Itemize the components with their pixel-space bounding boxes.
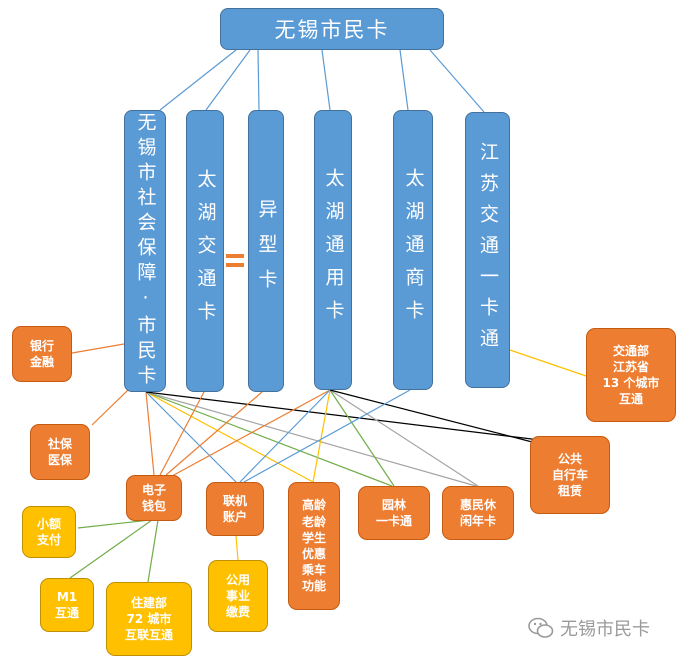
function-online-account: 联机 账户 xyxy=(206,482,264,536)
link-wallet-housing xyxy=(147,519,159,583)
link-wallet-m1 xyxy=(69,519,153,579)
function-housing-interop: 住建部 72 城市 互联互通 xyxy=(106,582,192,656)
root-title-box: 无锡市民卡 xyxy=(220,8,444,50)
function-park-card: 园林 一卡通 xyxy=(358,486,430,540)
function-m1-interop: M1 互通 xyxy=(40,578,94,632)
link-root-special xyxy=(257,49,260,111)
function-park-card-label: 园林 一卡通 xyxy=(375,497,412,528)
link-root-jiangsu xyxy=(429,49,485,113)
function-leisure-card-label: 惠民休 闲年卡 xyxy=(459,497,496,528)
card-taihu-label: 太湖交通卡 xyxy=(194,168,217,334)
function-bank-label: 银行 金融 xyxy=(29,338,54,369)
link-special-wallet xyxy=(165,391,263,476)
function-utility-payment-label: 公用 事业 缴费 xyxy=(225,572,250,620)
card-social-security: 无锡市社会保障·市民卡 xyxy=(124,110,166,392)
function-senior-ride: 高龄 老龄 学生 优惠 乘车 功能 xyxy=(288,482,340,610)
link-transport xyxy=(509,349,587,377)
function-public-bike: 公共 自行车 租赁 xyxy=(530,436,610,514)
link-root-social xyxy=(159,49,237,111)
function-e-wallet: 电子 钱包 xyxy=(126,475,182,521)
card-taihu-general: 太湖通用卡 xyxy=(314,110,352,390)
watermark: 无锡市民卡 xyxy=(528,615,650,641)
link-general-senior xyxy=(312,389,331,483)
function-transport-interop: 交通部 江苏省 13 个城市 互通 xyxy=(586,328,676,422)
card-merchant-label: 太湖通商卡 xyxy=(402,167,425,333)
link-root-taihu xyxy=(205,49,251,111)
card-special-label: 异型卡 xyxy=(255,198,278,304)
root-title: 无锡市民卡 xyxy=(274,18,390,42)
card-jiangsu-transport: 江苏交通一卡通 xyxy=(465,112,510,388)
link-social-park xyxy=(145,391,393,487)
link-root-general xyxy=(321,49,331,111)
function-public-bike-label: 公共 自行车 租赁 xyxy=(551,451,588,499)
link-taihu-wallet xyxy=(159,391,205,476)
equivalence-sign xyxy=(226,254,244,268)
function-transport-interop-label: 交通部 江苏省 13 个城市 互通 xyxy=(602,343,660,407)
function-bank: 银行 金融 xyxy=(12,326,72,382)
link-social-bike xyxy=(145,391,541,441)
link-general-bike xyxy=(329,389,541,445)
function-small-payment-label: 小额 支付 xyxy=(36,516,61,547)
card-general-label: 太湖通用卡 xyxy=(322,167,345,333)
link-social-account xyxy=(145,391,237,483)
link-account-utility xyxy=(235,535,239,561)
card-taihu-transport: 太湖交通卡 xyxy=(186,110,224,392)
function-small-payment: 小额 支付 xyxy=(22,506,76,558)
link-social-wallet xyxy=(145,391,155,476)
function-utility-payment: 公用 事业 缴费 xyxy=(208,560,268,632)
link-general-leisure xyxy=(329,389,479,487)
wechat-icon xyxy=(528,617,554,638)
function-leisure-card: 惠民休 闲年卡 xyxy=(442,486,514,540)
link-general-account xyxy=(239,389,331,483)
card-special-shape: 异型卡 xyxy=(248,110,284,392)
function-social-medical: 社保 医保 xyxy=(30,424,90,480)
watermark-text: 无锡市民卡 xyxy=(560,619,650,640)
function-social-medical-label: 社保 医保 xyxy=(47,436,72,467)
link-social-medical xyxy=(91,389,129,426)
link-general-park xyxy=(329,389,395,487)
function-online-account-label: 联机 账户 xyxy=(222,493,247,524)
function-e-wallet-label: 电子 钱包 xyxy=(141,482,166,513)
link-merchant-account xyxy=(243,389,411,483)
function-housing-interop-label: 住建部 72 城市 互联互通 xyxy=(124,595,173,643)
link-wallet-smallpay xyxy=(77,519,151,529)
card-jiangsu-label: 江苏交通一卡通 xyxy=(477,141,499,359)
link-social-leisure xyxy=(145,391,477,487)
link-social-senior xyxy=(145,391,314,483)
function-m1-interop-label: M1 互通 xyxy=(54,589,79,620)
card-social-label: 无锡市社会保障·市民卡 xyxy=(134,112,157,390)
link-general-wallet xyxy=(171,389,331,477)
link-bank xyxy=(71,343,125,354)
link-root-merchant xyxy=(399,49,409,111)
function-senior-ride-label: 高龄 老龄 学生 优惠 乘车 功能 xyxy=(301,498,326,594)
card-taihu-merchant: 太湖通商卡 xyxy=(393,110,433,390)
